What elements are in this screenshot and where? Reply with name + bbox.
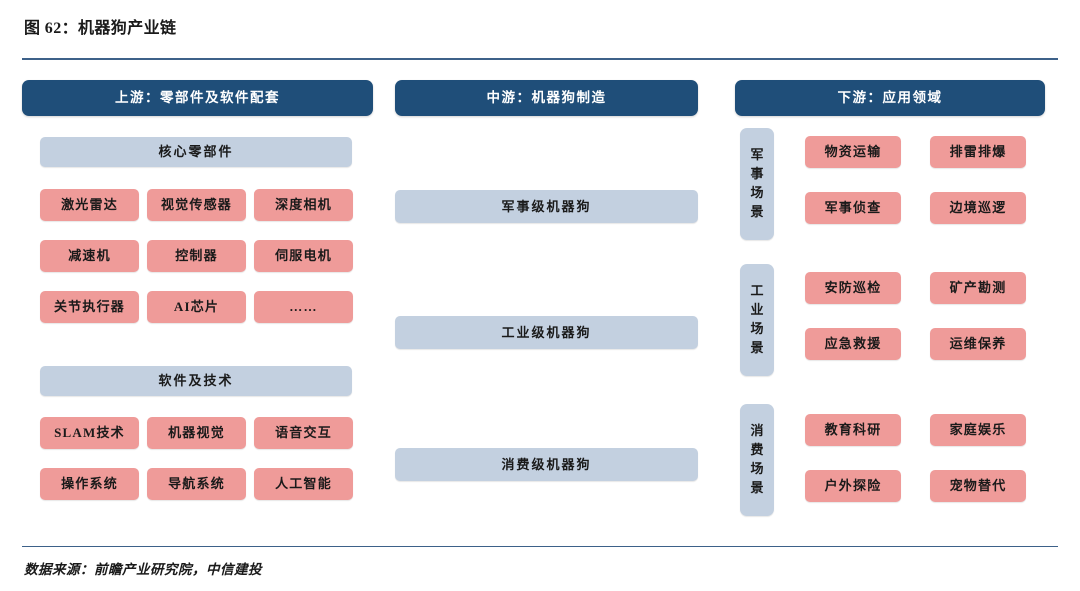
scene-label-consumer-char-2: 费: [750, 442, 764, 458]
node-navigation-system[interactable]: 导航系统: [147, 468, 246, 500]
scene-label-consumer-char-4: 景: [750, 479, 764, 495]
page-title: 图 62：机器狗产业链: [24, 20, 177, 37]
scene-label-consumer: 消 费 场 景: [740, 404, 774, 516]
upstream-group-band-software-tech: 软件及技术: [40, 366, 352, 396]
node-mineral-exploration[interactable]: 矿产勘测: [930, 272, 1026, 304]
node-servo-motor[interactable]: 伺服电机: [254, 240, 353, 272]
bottom-divider: [22, 546, 1058, 547]
node-voice-interaction[interactable]: 语音交互: [254, 417, 353, 449]
scene-label-military-char-4: 景: [750, 203, 764, 219]
node-machine-vision[interactable]: 机器视觉: [147, 417, 246, 449]
node-artificial-intelligence[interactable]: 人工智能: [254, 468, 353, 500]
midstream-header: 中游：机器狗制造: [395, 80, 698, 116]
node-ellipsis[interactable]: ……: [254, 291, 353, 323]
node-joint-actuator[interactable]: 关节执行器: [40, 291, 139, 323]
node-lidar[interactable]: 激光雷达: [40, 189, 139, 221]
downstream-header: 下游：应用领域: [735, 80, 1045, 116]
scene-label-industrial-char-1: 工: [750, 283, 764, 299]
scene-label-military: 军 事 场 景: [740, 128, 774, 240]
node-home-entertainment[interactable]: 家庭娱乐: [930, 414, 1026, 446]
node-operating-system[interactable]: 操作系统: [40, 468, 139, 500]
node-military-grade-robot-dog[interactable]: 军事级机器狗: [395, 190, 698, 223]
node-reducer[interactable]: 减速机: [40, 240, 139, 272]
node-vision-sensor[interactable]: 视觉传感器: [147, 189, 246, 221]
node-material-transport[interactable]: 物资运输: [805, 136, 901, 168]
node-education-research[interactable]: 教育科研: [805, 414, 901, 446]
scene-label-industrial-char-4: 景: [750, 339, 764, 355]
node-outdoor-adventure[interactable]: 户外探险: [805, 470, 901, 502]
scene-label-industrial: 工 业 场 景: [740, 264, 774, 376]
node-consumer-grade-robot-dog[interactable]: 消费级机器狗: [395, 448, 698, 481]
scene-label-military-char-1: 军: [750, 147, 764, 163]
node-operation-maintenance[interactable]: 运维保养: [930, 328, 1026, 360]
source-note: 数据来源：前瞻产业研究院，中信建投: [24, 562, 262, 577]
upstream-group-band-core-components: 核心零部件: [40, 137, 352, 167]
upstream-header: 上游：零部件及软件配套: [22, 80, 373, 116]
scene-label-consumer-char-1: 消: [750, 423, 764, 439]
scene-label-industrial-char-3: 场: [750, 321, 764, 336]
node-pet-substitute[interactable]: 宠物替代: [930, 470, 1026, 502]
node-mine-clearance[interactable]: 排雷排爆: [930, 136, 1026, 168]
node-emergency-rescue[interactable]: 应急救援: [805, 328, 901, 360]
node-depth-camera[interactable]: 深度相机: [254, 189, 353, 221]
node-ai-chip[interactable]: AI芯片: [147, 291, 246, 323]
node-slam-technology[interactable]: SLAM技术: [40, 417, 139, 449]
scene-label-military-char-3: 场: [750, 185, 764, 200]
node-industrial-grade-robot-dog[interactable]: 工业级机器狗: [395, 316, 698, 349]
node-controller[interactable]: 控制器: [147, 240, 246, 272]
scene-label-industrial-char-2: 业: [750, 302, 764, 318]
node-military-reconnaissance[interactable]: 军事侦查: [805, 192, 901, 224]
scene-label-consumer-char-3: 场: [750, 461, 764, 476]
top-divider: [22, 58, 1058, 60]
node-security-inspection[interactable]: 安防巡检: [805, 272, 901, 304]
scene-label-military-char-2: 事: [750, 166, 764, 182]
node-border-patrol[interactable]: 边境巡逻: [930, 192, 1026, 224]
